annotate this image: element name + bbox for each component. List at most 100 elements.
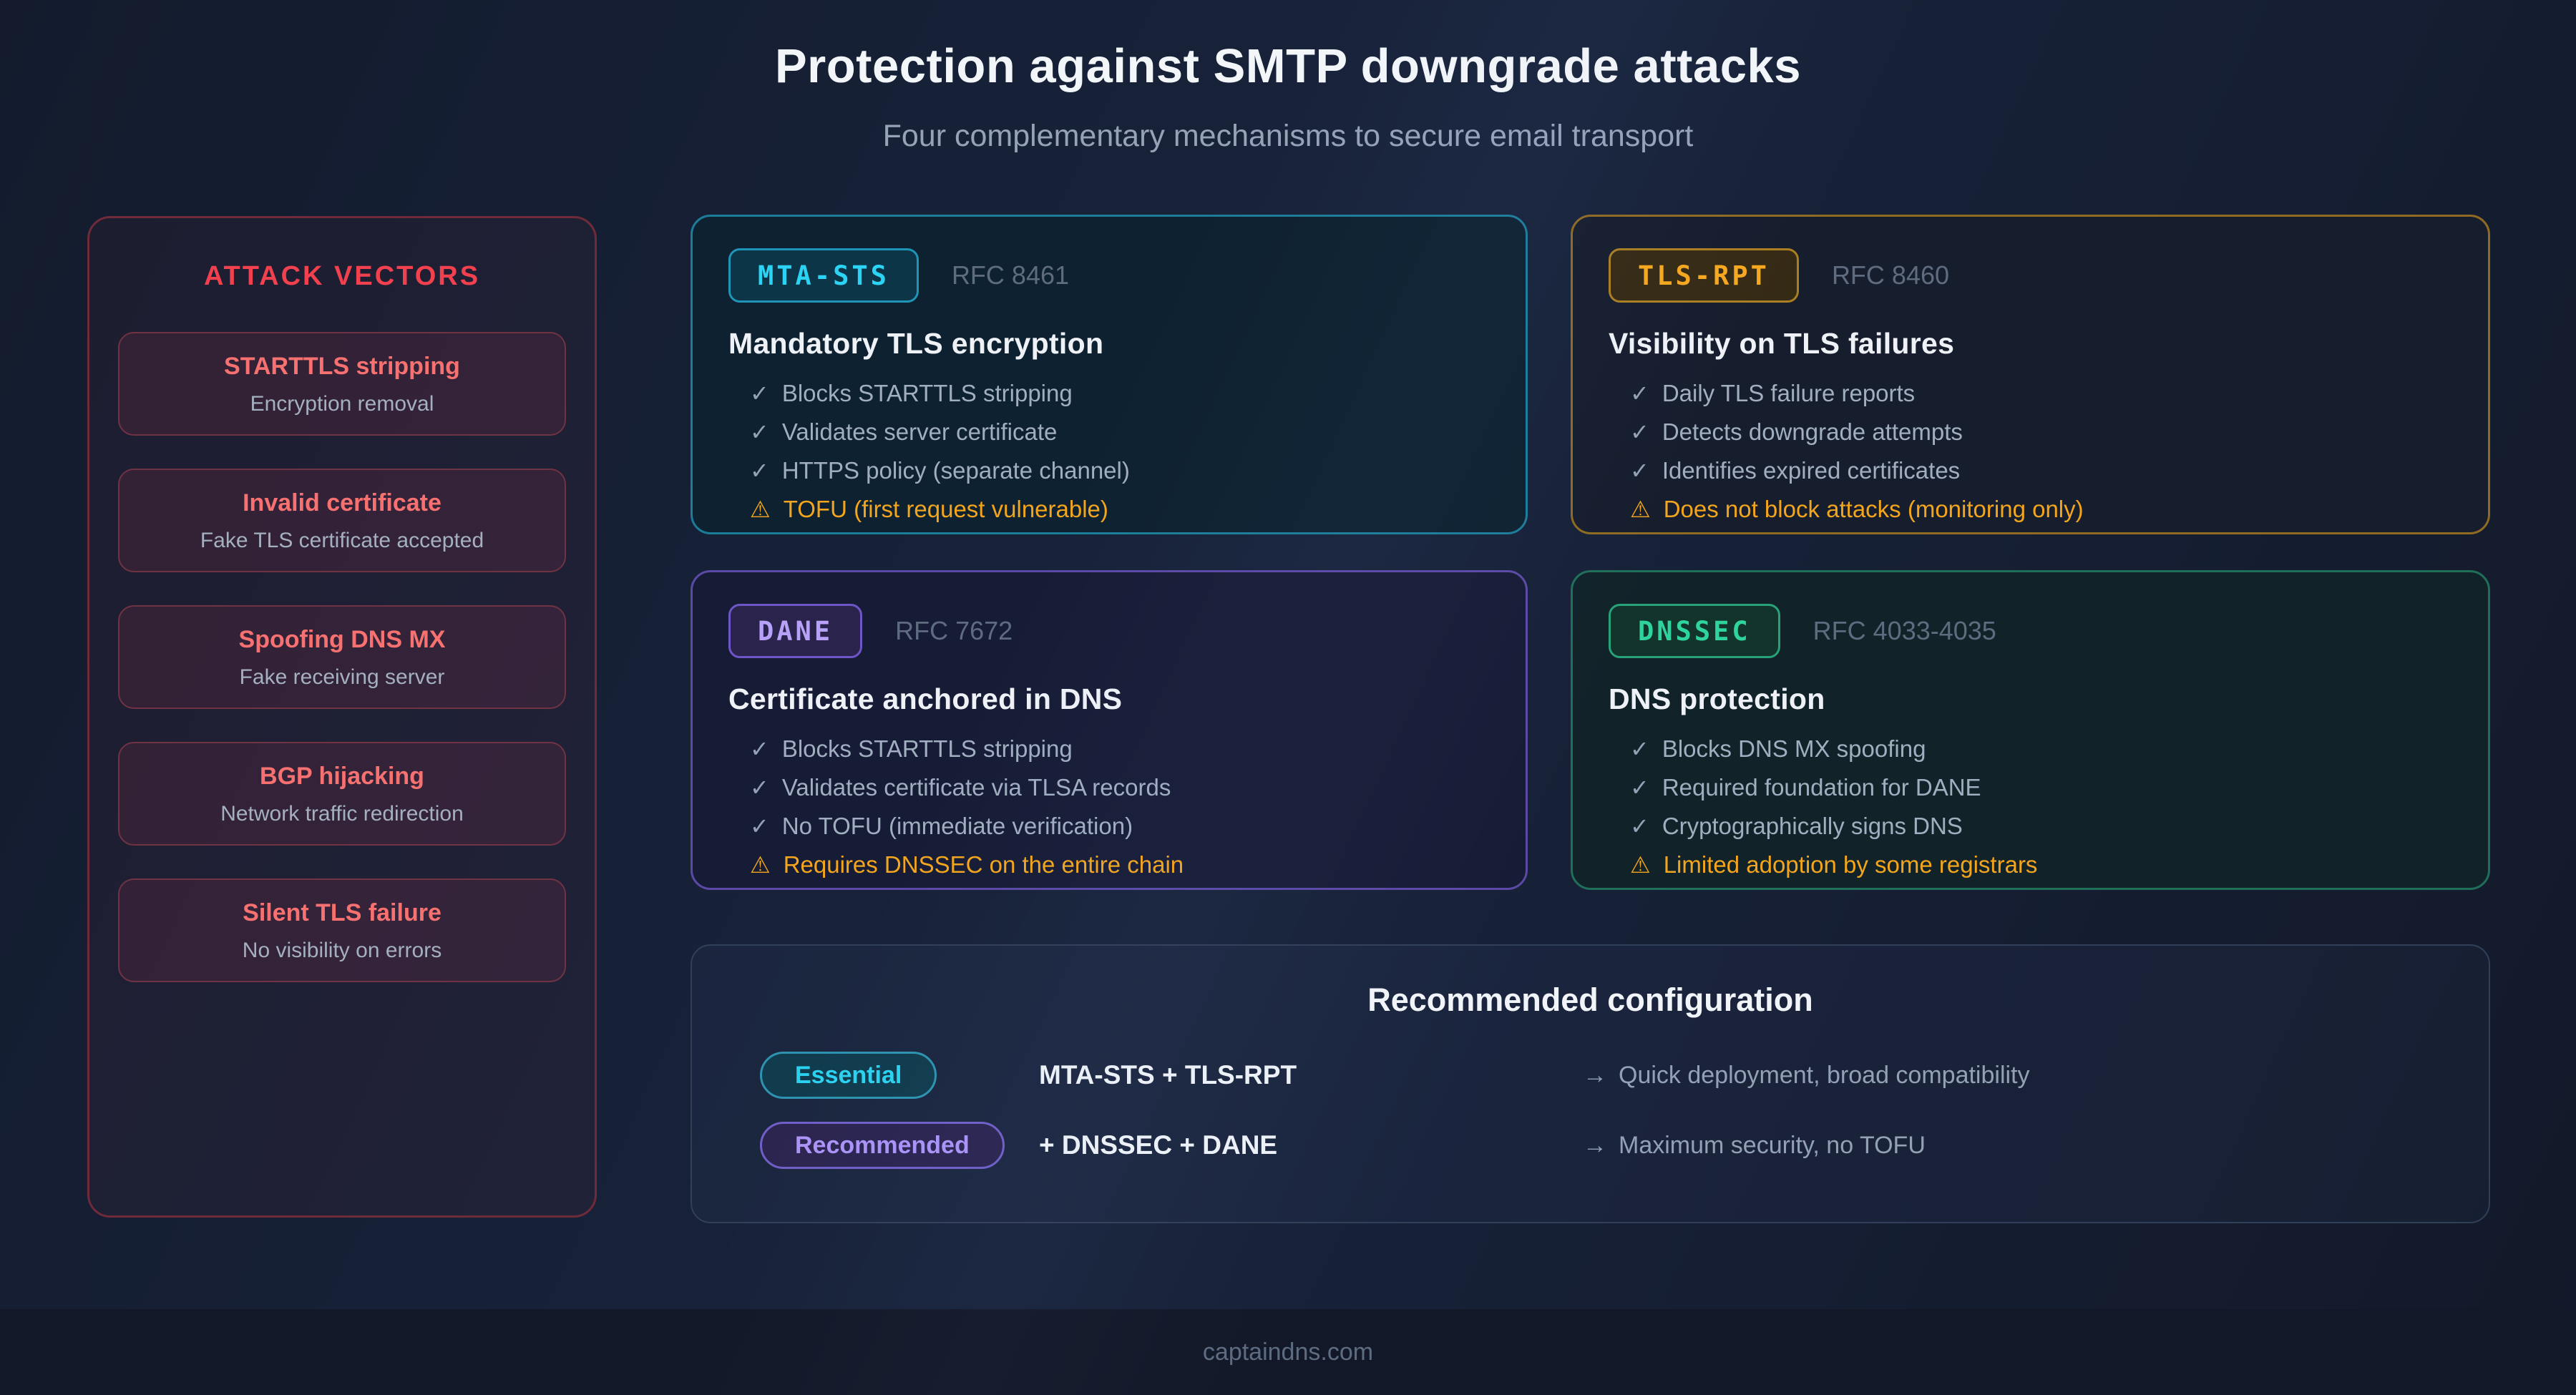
attack-item-title: BGP hijacking [260,763,424,790]
feature-text: HTTPS policy (separate channel) [781,457,1130,484]
attack-item: BGP hijacking Network traffic redirectio… [118,742,566,846]
card-title: Visibility on TLS failures [1609,327,1955,360]
attack-item-subtitle: Fake receiving server [239,665,445,689]
card-tls-rpt: TLS-RPT RFC 8460 Visibility on TLS failu… [1571,215,2490,534]
footer-bar: captaindns.com [0,1309,2576,1395]
card-dane: DANE RFC 7672 Certificate anchored in DN… [691,570,1528,890]
attack-item-subtitle: Fake TLS certificate accepted [200,529,484,552]
feature-text: Validates server certificate [781,418,1058,445]
feature-item: ✓ Daily TLS failure reports [1630,379,2452,408]
feature-item: ✓ Required foundation for DANE [1630,773,2452,802]
card-title: Mandatory TLS encryption [728,327,1104,360]
attack-vectors-heading: ATTACK VECTORS [203,261,481,291]
rfc-label: RFC 7672 [895,616,1013,645]
feature-item: ✓ Blocks STARTTLS stripping [750,379,1490,408]
note-label: Quick deployment, broad compatibility [1619,1061,2030,1089]
attack-item-subtitle: Encryption removal [250,392,434,416]
recommendation-rows: Essential MTA-STS + TLS-RPT → Quick depl… [760,1052,2489,1169]
attack-item: Spoofing DNS MX Fake receiving server [118,605,566,709]
attack-item: Silent TLS failure No visibility on erro… [118,878,566,982]
rfc-label: RFC 8460 [1831,260,1950,290]
attack-item-subtitle: Network traffic redirection [220,802,464,826]
feature-text: Blocks DNS MX spoofing [1662,735,1926,762]
check-icon: ✓ [750,813,769,839]
feature-list: ✓ Blocks STARTTLS stripping ✓ Validates … [750,379,1490,524]
feature-text: Daily TLS failure reports [1662,380,1916,406]
recommendation-title: Recommended configuration [1367,982,1813,1018]
feature-text: TOFU (first request vulnerable) [783,496,1108,522]
feature-item: ✓ Cryptographically signs DNS [1630,812,2452,841]
combo-text: MTA-STS + TLS-RPT [1039,1060,1297,1090]
feature-item: ⚠ Requires DNSSEC on the entire chain [750,851,1490,879]
level-badge: Recommended [760,1122,1005,1169]
feature-text: Cryptographically signs DNS [1662,813,1963,839]
feature-item: ✓ Validates certificate via TLSA records [750,773,1490,802]
warning-icon: ⚠ [750,852,771,878]
note-text: → Maximum security, no TOFU [1583,1132,2489,1160]
level-badge: Essential [760,1052,937,1099]
feature-item: ✓ HTTPS policy (separate channel) [750,456,1490,485]
feature-item: ✓ Identifies expired certificates [1630,456,2452,485]
feature-item: ✓ Detects downgrade attempts [1630,418,2452,446]
attack-item: STARTTLS stripping Encryption removal [118,332,566,436]
feature-text: Requires DNSSEC on the entire chain [783,851,1184,878]
check-icon: ✓ [750,419,769,445]
card-title: Certificate anchored in DNS [728,682,1123,715]
feature-text: Required foundation for DANE [1662,774,1981,801]
attack-item-subtitle: No visibility on errors [242,939,442,962]
arrow-icon: → [1583,1061,1607,1089]
feature-text: Blocks STARTTLS stripping [781,735,1073,762]
protocol-badge: TLS-RPT [1609,248,1799,303]
check-icon: ✓ [1630,381,1649,406]
card-header: TLS-RPT RFC 8460 [1609,248,2452,303]
arrow-icon: → [1583,1131,1607,1159]
check-icon: ✓ [750,381,769,406]
warning-icon: ⚠ [1630,852,1651,878]
attack-item-title: STARTTLS stripping [224,353,460,380]
feature-item: ⚠ Limited adoption by some registrars [1630,851,2452,879]
feature-item: ✓ Blocks DNS MX spoofing [1630,735,2452,763]
attack-vectors-list: STARTTLS stripping Encryption removal In… [118,332,566,982]
card-title: DNS protection [1609,682,1825,715]
attack-item: Invalid certificate Fake TLS certificate… [118,469,566,572]
feature-text: Detects downgrade attempts [1662,418,1963,445]
attack-item-title: Invalid certificate [243,489,441,517]
feature-text: Limited adoption by some registrars [1663,851,2038,878]
card-dnssec: DNSSEC RFC 4033-4035 DNS protection ✓ Bl… [1571,570,2490,890]
check-icon: ✓ [1630,458,1649,484]
page-title: Protection against SMTP downgrade attack… [774,39,1801,93]
attack-vectors-panel: ATTACK VECTORS STARTTLS stripping Encryp… [87,216,597,1218]
check-icon: ✓ [1630,736,1649,762]
attack-item-title: Spoofing DNS MX [238,626,446,653]
feature-list: ✓ Blocks DNS MX spoofing ✓ Required foun… [1630,735,2452,879]
card-header: DNSSEC RFC 4033-4035 [1609,604,2452,658]
rfc-label: RFC 8461 [951,260,1070,290]
recommendation-row: Recommended + DNSSEC + DANE → Maximum se… [760,1122,2489,1169]
recommendation-panel: Recommended configuration Essential MTA-… [691,944,2490,1223]
card-header: DANE RFC 7672 [728,604,1490,658]
feature-text: Identifies expired certificates [1662,457,1961,484]
feature-text: Validates certificate via TLSA records [781,774,1171,801]
feature-text: Does not block attacks (monitoring only) [1663,496,2084,522]
feature-text: No TOFU (immediate verification) [781,813,1133,839]
feature-item: ✓ No TOFU (immediate verification) [750,812,1490,841]
card-mta-sts: MTA-STS RFC 8461 Mandatory TLS encryptio… [691,215,1528,534]
feature-text: Blocks STARTTLS stripping [781,380,1073,406]
note-label: Maximum security, no TOFU [1619,1131,1926,1159]
combo-text: + DNSSEC + DANE [1039,1130,1278,1160]
feature-list: ✓ Daily TLS failure reports ✓ Detects do… [1630,379,2452,524]
protocol-badge: DNSSEC [1609,604,1780,658]
check-icon: ✓ [1630,775,1649,801]
check-icon: ✓ [750,736,769,762]
rfc-label: RFC 4033-4035 [1813,616,1996,645]
feature-list: ✓ Blocks STARTTLS stripping ✓ Validates … [750,735,1490,879]
feature-item: ✓ Validates server certificate [750,418,1490,446]
feature-item: ✓ Blocks STARTTLS stripping [750,735,1490,763]
check-icon: ✓ [1630,813,1649,839]
feature-item: ⚠ TOFU (first request vulnerable) [750,495,1490,524]
warning-icon: ⚠ [1630,496,1651,522]
note-text: → Quick deployment, broad compatibility [1583,1062,2489,1090]
check-icon: ✓ [750,458,769,484]
page-subtitle: Four complementary mechanisms to secure … [882,119,1694,153]
